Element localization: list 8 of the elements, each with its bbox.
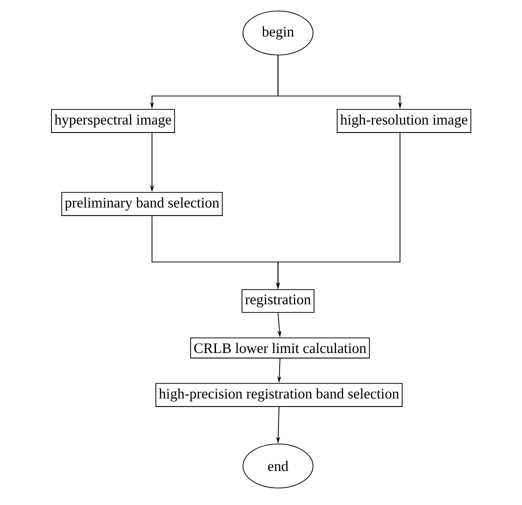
terminal-oval: begin: [242, 10, 314, 56]
process-box: CRLB lower limit calculation: [190, 337, 370, 358]
terminal-oval: end: [242, 444, 314, 488]
process-box: high-resolution image: [336, 109, 472, 133]
process-box: high-precision registration band selection: [155, 383, 403, 407]
process-box: registration: [242, 289, 314, 313]
process-box: hyperspectral image: [51, 109, 175, 133]
process-box: preliminary band selection: [61, 192, 223, 216]
